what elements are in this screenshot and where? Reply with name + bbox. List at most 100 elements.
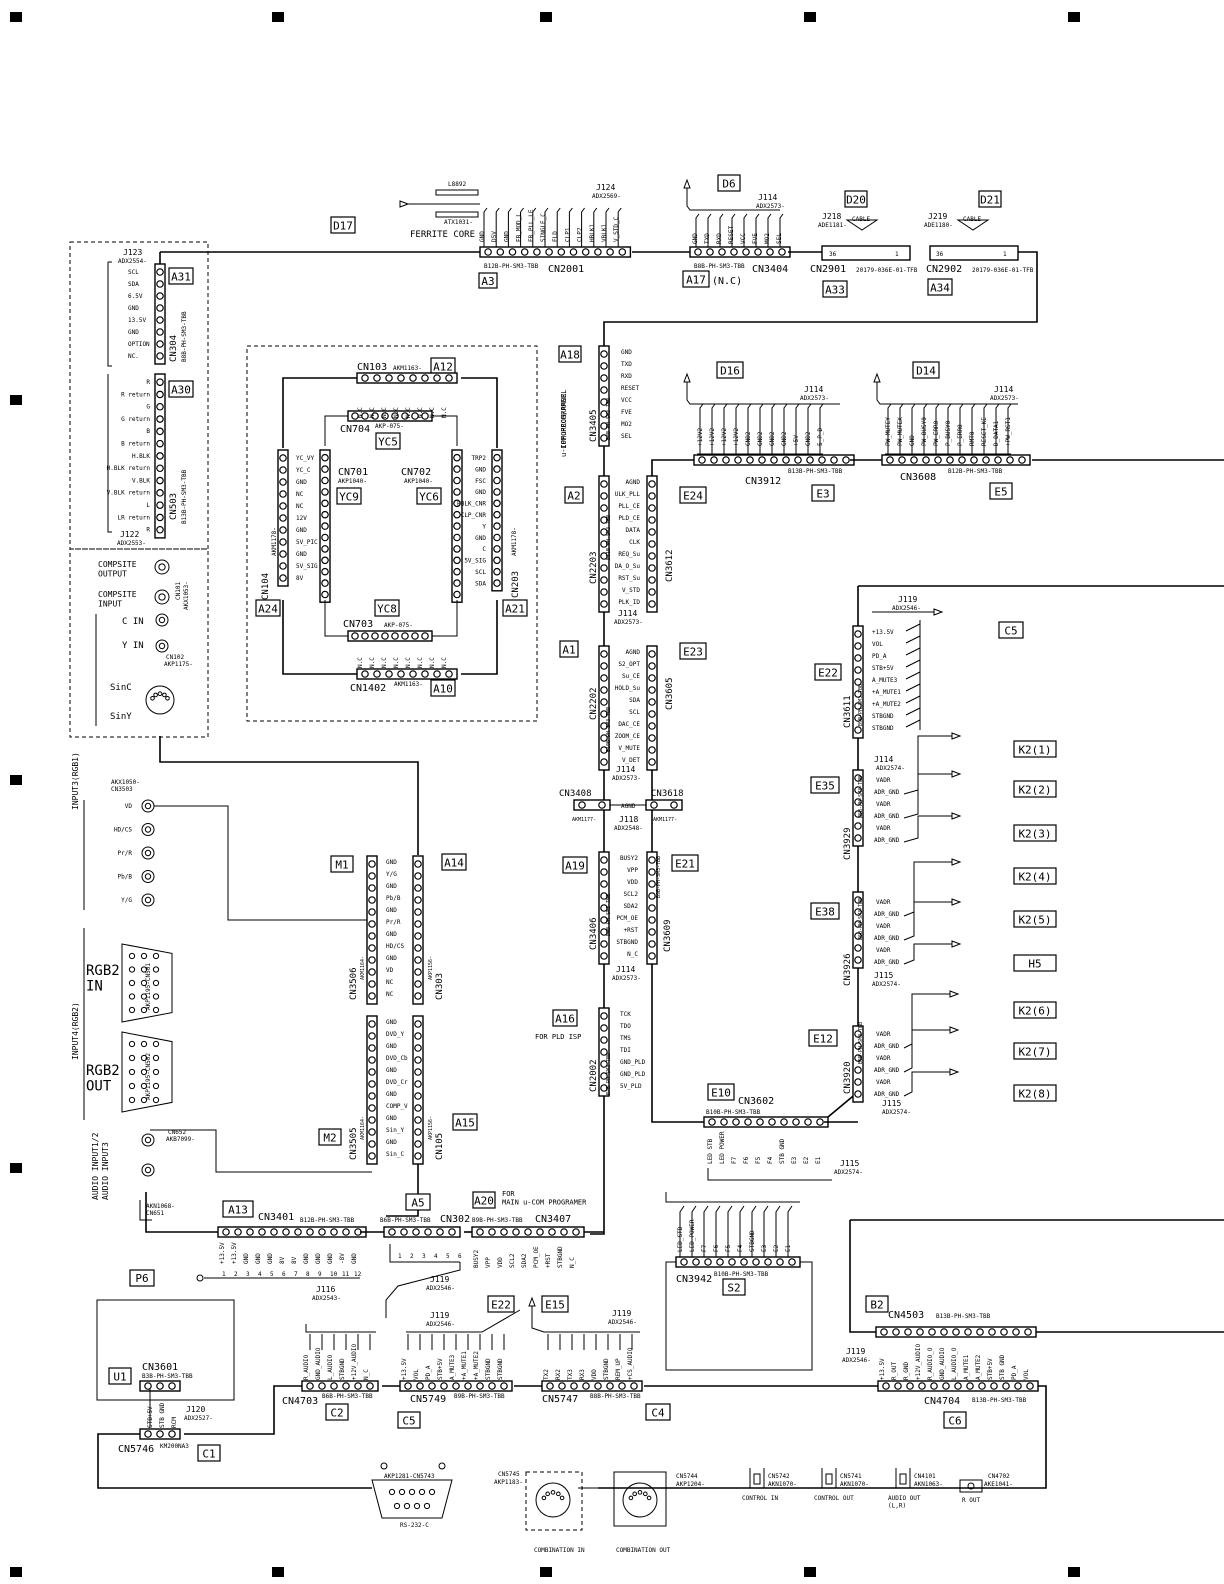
signal-label: VDD bbox=[497, 1257, 504, 1268]
pin bbox=[368, 1020, 376, 1028]
signal-label: NC bbox=[296, 491, 304, 498]
pin bbox=[648, 746, 656, 754]
pin bbox=[152, 1054, 160, 1062]
ref-e22b bbox=[487, 1295, 515, 1313]
label: COMPSITE bbox=[98, 590, 137, 599]
combination-in-din-icon bbox=[535, 1482, 571, 1518]
wire bbox=[97, 1433, 372, 1489]
cn304-connector bbox=[154, 263, 166, 365]
signal-label: F7 bbox=[701, 1244, 708, 1252]
pin bbox=[128, 1054, 136, 1062]
signal-label: RCM bbox=[171, 1417, 178, 1428]
pin bbox=[600, 434, 608, 442]
pin bbox=[570, 1382, 578, 1390]
signal-label: TXD bbox=[621, 361, 632, 368]
pin bbox=[368, 980, 376, 988]
signal-label: N.C bbox=[393, 407, 400, 418]
pin bbox=[520, 248, 529, 256]
pin bbox=[476, 1228, 484, 1236]
signal-label: HBLK1 bbox=[589, 224, 596, 242]
label: COMBINATION IN bbox=[534, 1547, 585, 1554]
label: ADX2546- bbox=[426, 1285, 455, 1292]
pin bbox=[342, 1382, 350, 1390]
label: CN3942 bbox=[676, 1274, 712, 1285]
label: C IN bbox=[122, 617, 144, 627]
wire bbox=[461, 600, 498, 675]
pin bbox=[648, 588, 656, 596]
pin bbox=[279, 550, 287, 558]
pin bbox=[321, 579, 329, 587]
pin bbox=[637, 1490, 643, 1495]
signal-label: GND_PLD bbox=[620, 1071, 646, 1078]
signal-label: GND bbox=[475, 535, 486, 542]
signal-label: RX3 bbox=[579, 1369, 586, 1380]
pin bbox=[892, 1328, 900, 1336]
signal-label: A_MUTE2 bbox=[975, 1354, 982, 1380]
lead bbox=[935, 403, 940, 454]
pin bbox=[600, 734, 608, 742]
label: CN701 bbox=[338, 467, 368, 478]
pin bbox=[411, 412, 419, 420]
pin bbox=[648, 916, 656, 924]
pin bbox=[648, 576, 656, 584]
pin bbox=[600, 398, 608, 406]
registration-mark bbox=[10, 1163, 22, 1173]
lead bbox=[747, 403, 752, 454]
pin bbox=[646, 1495, 652, 1501]
signal-label: R_OUT bbox=[891, 1362, 898, 1380]
wire bbox=[903, 901, 952, 941]
ref-b2-text: B2 bbox=[870, 1299, 883, 1312]
ref-d21-text: D21 bbox=[980, 194, 1000, 207]
pin bbox=[294, 1228, 302, 1236]
pin bbox=[156, 402, 164, 411]
ref-d20 bbox=[844, 190, 868, 208]
pin bbox=[594, 1382, 602, 1390]
ref-a30 bbox=[168, 380, 194, 398]
pin bbox=[600, 662, 608, 670]
signal-label: F4 bbox=[767, 1156, 774, 1164]
pin bbox=[388, 1228, 396, 1236]
pin bbox=[414, 920, 422, 928]
ref-e22 bbox=[814, 663, 842, 681]
pin bbox=[414, 1056, 422, 1064]
label: AKN1063- bbox=[914, 1481, 943, 1488]
pin bbox=[279, 526, 287, 534]
pin bbox=[423, 1502, 431, 1510]
pin bbox=[600, 1048, 608, 1056]
pin bbox=[403, 1502, 411, 1510]
arrow-icon bbox=[949, 1068, 960, 1076]
signal-label: GND bbox=[386, 1067, 397, 1074]
pin bbox=[368, 1140, 376, 1148]
cn5747-connector bbox=[541, 1380, 643, 1392]
pin bbox=[618, 1382, 626, 1390]
dashed-block bbox=[246, 345, 538, 722]
pin bbox=[453, 476, 461, 485]
jack-center bbox=[158, 616, 166, 624]
arrow-icon bbox=[873, 372, 881, 383]
label: AKN1068- bbox=[146, 1203, 175, 1210]
label: B3B-PH-SM3-TBB bbox=[142, 1373, 193, 1380]
arrow-icon bbox=[951, 732, 962, 740]
connector-body bbox=[613, 1471, 667, 1527]
lead bbox=[695, 213, 700, 248]
label: AUDIO INPUT3 bbox=[101, 1142, 110, 1200]
label: J114 bbox=[616, 765, 635, 774]
pin bbox=[318, 1228, 326, 1236]
label: IP u-COM/PANEL bbox=[560, 389, 568, 448]
ref-yc9 bbox=[336, 487, 362, 505]
pin bbox=[398, 1488, 406, 1496]
lead bbox=[699, 403, 704, 454]
signal-label: SCL bbox=[475, 569, 486, 576]
pin-number: 4 bbox=[258, 1271, 262, 1278]
signal-label: GND bbox=[243, 1253, 250, 1264]
registration-mark bbox=[10, 1567, 22, 1577]
pin bbox=[630, 1382, 638, 1390]
signal-label: A_MUTE1 bbox=[963, 1354, 970, 1380]
signal-label: +A_MUTE1 bbox=[872, 689, 901, 696]
ref-d17-text: D17 bbox=[333, 220, 353, 233]
ref-e38-text: E38 bbox=[815, 906, 835, 919]
pin bbox=[493, 556, 501, 565]
wire bbox=[903, 773, 952, 819]
signal-label: GND bbox=[386, 1139, 397, 1146]
label: RGB2 bbox=[86, 1063, 120, 1079]
